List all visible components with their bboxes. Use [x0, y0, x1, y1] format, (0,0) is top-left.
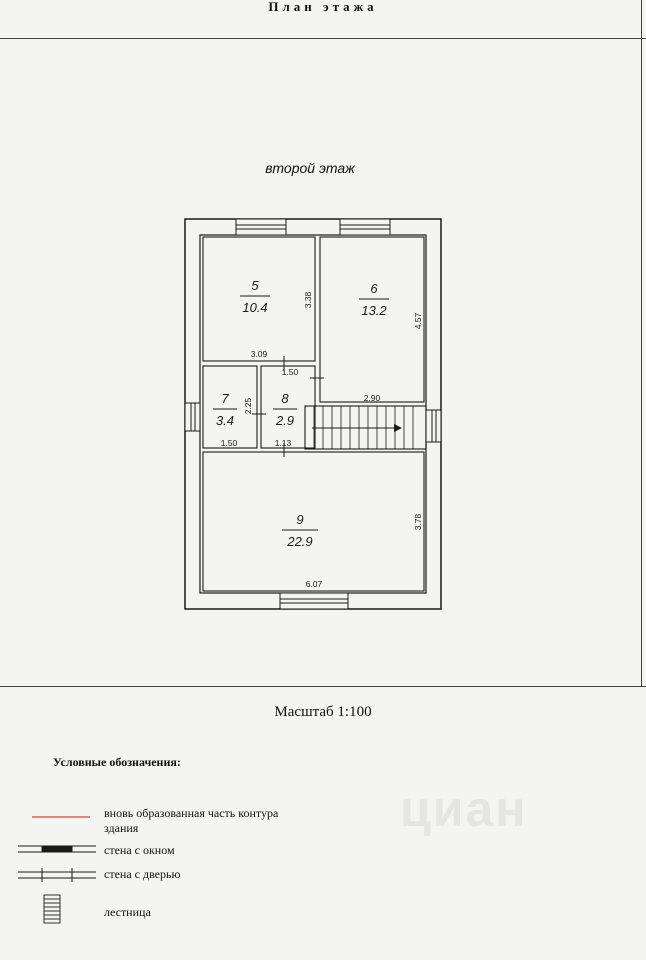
sheet-frame-right	[641, 0, 642, 686]
room-8-number: 8	[281, 391, 289, 406]
legend-contour-text: вновь образованная часть контура здания	[104, 806, 278, 836]
legend-window-symbol	[18, 845, 96, 853]
legend-contour-line2: здания	[104, 821, 139, 835]
dim-room5-height: 3.38	[303, 291, 313, 308]
legend-window-text: стена с окном	[104, 843, 175, 857]
dim-room8-width: 1.13	[275, 438, 292, 448]
legend-door-symbol	[18, 868, 96, 882]
room-6-number: 6	[370, 281, 378, 296]
legend-door-text: стена с дверью	[104, 867, 181, 881]
dim-room9-height: 3.78	[413, 513, 423, 530]
room-5-area: 10.4	[242, 300, 267, 315]
dim-room6-height: 4.57	[413, 312, 423, 329]
legend-title: Условные обозначения:	[53, 755, 181, 769]
header-rule	[0, 38, 646, 39]
room-7-outline	[202, 365, 258, 449]
dim-room7-height: 2.25	[243, 397, 253, 414]
dim-room5-width: 3.09	[251, 349, 268, 359]
dim-room8-top: 1.50	[282, 367, 299, 377]
room-5-outline	[202, 236, 316, 362]
legend-symbols	[18, 816, 96, 924]
room-8-outline	[260, 365, 316, 449]
legend-stair-text: лестница	[104, 905, 151, 919]
legend-contour-line1: вновь образованная часть контура	[104, 806, 279, 820]
dim-room7-width: 1.50	[221, 438, 238, 448]
staircase	[304, 405, 427, 450]
room-6-area: 13.2	[361, 303, 387, 318]
room-9-outline	[202, 451, 425, 592]
room-7-number: 7	[221, 391, 229, 406]
room-6-outline	[319, 236, 425, 403]
scale-label: Масштаб 1:100	[274, 704, 372, 720]
floor-plan: 5 10.4 6 13.2 7 3.4 8 2.9 9 22.9 3.38 3.…	[184, 218, 442, 610]
dim-room6-width: 2.90	[364, 393, 381, 403]
sheet-title: План этажа	[268, 0, 378, 14]
room-5-number: 5	[251, 278, 259, 293]
dim-room9-width: 6.07	[306, 579, 323, 589]
room-9-number: 9	[296, 512, 303, 527]
room-8-area: 2.9	[275, 413, 294, 428]
legend-stair-symbol	[43, 894, 61, 924]
watermark: циан	[400, 781, 528, 837]
windows	[184, 218, 442, 610]
room-9-area: 22.9	[286, 534, 312, 549]
plan-bottom-rule	[0, 686, 646, 687]
room-7-area: 3.4	[216, 413, 234, 428]
doors	[252, 356, 324, 457]
floor-label: второй этаж	[265, 160, 355, 176]
